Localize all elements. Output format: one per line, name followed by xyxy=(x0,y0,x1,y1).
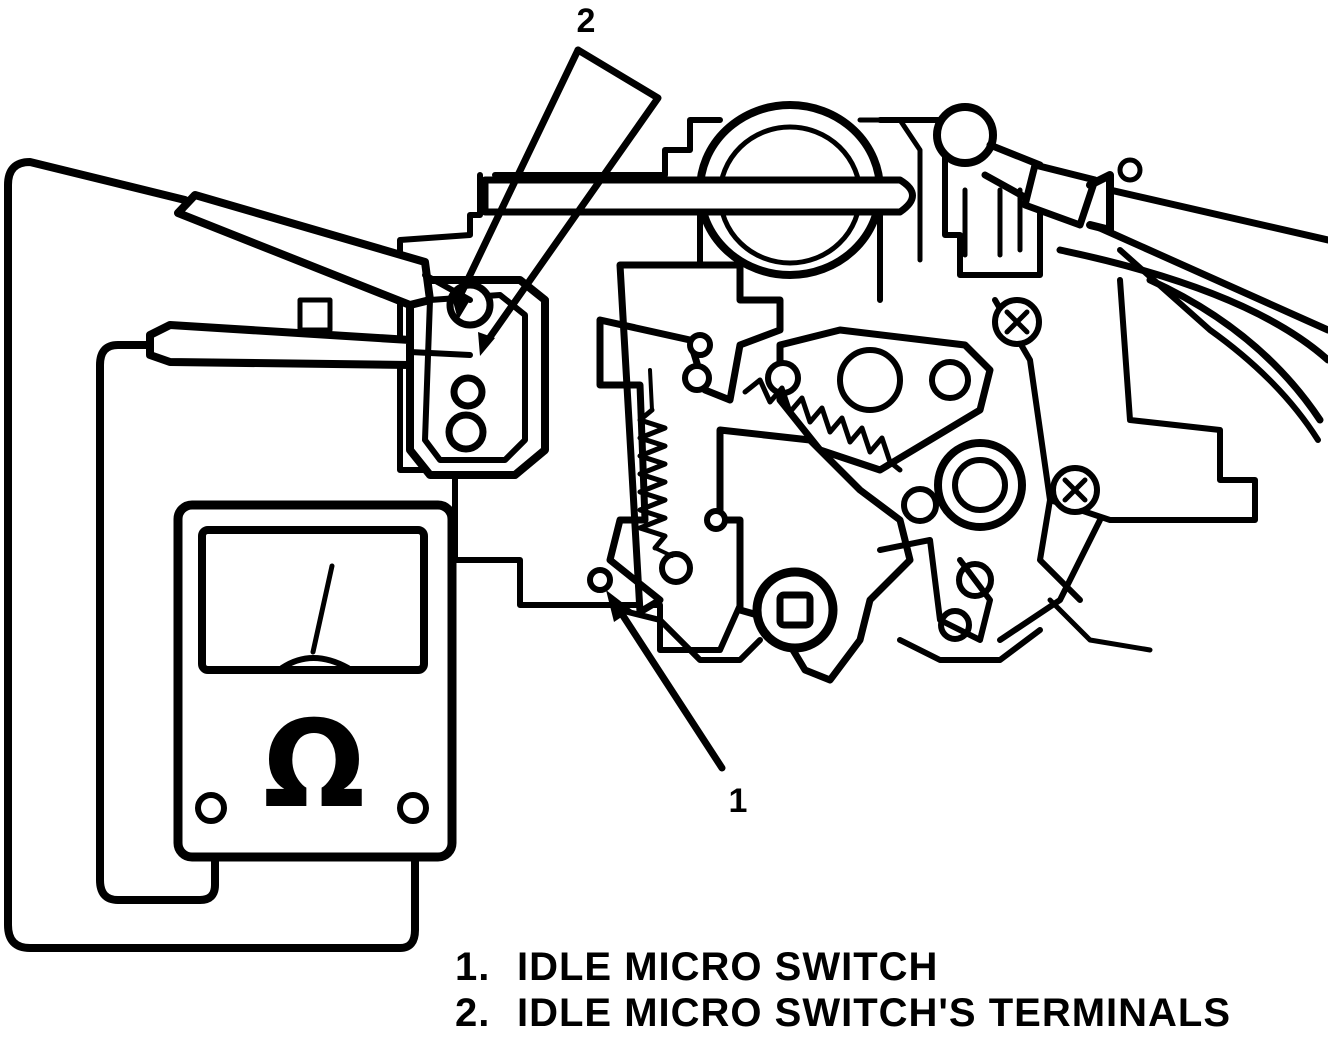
ohmmeter-needle-pivot xyxy=(279,655,351,671)
legend: 1. IDLE MICRO SWITCH 2. IDLE MICRO SWITCH'… xyxy=(455,944,1315,1036)
carburetor-assembly xyxy=(397,101,1328,684)
legend-item-idle-micro-switch: 1. IDLE MICRO SWITCH xyxy=(455,944,1315,990)
legend-item-number: 2. xyxy=(455,991,491,1035)
ohmmeter-needle xyxy=(310,563,335,655)
test-leads xyxy=(4,158,473,952)
idle-micro-switch xyxy=(297,276,549,479)
ohmmeter-jack-left xyxy=(195,792,227,824)
ohmmeter: Ω xyxy=(173,500,457,862)
callout-label-1: 1 xyxy=(729,782,748,820)
ohm-symbol: Ω xyxy=(263,696,365,835)
micro-switch-terminal-middle xyxy=(450,374,486,410)
legend-item-number: 1. xyxy=(455,945,491,989)
ohmmeter-jack-right xyxy=(397,792,429,824)
micro-switch-terminal-bottom xyxy=(445,411,487,453)
callout-leaders xyxy=(450,46,726,772)
ohmmeter-dial xyxy=(198,526,428,674)
legend-item-micro-switch-terminals: 2. IDLE MICRO SWITCH'S TERMINALS xyxy=(455,990,1315,1036)
legend-item-text: IDLE MICRO SWITCH'S TERMINALS xyxy=(517,991,1232,1035)
legend-item-text: IDLE MICRO SWITCH xyxy=(517,945,939,989)
callout-label-2: 2 xyxy=(577,2,596,40)
